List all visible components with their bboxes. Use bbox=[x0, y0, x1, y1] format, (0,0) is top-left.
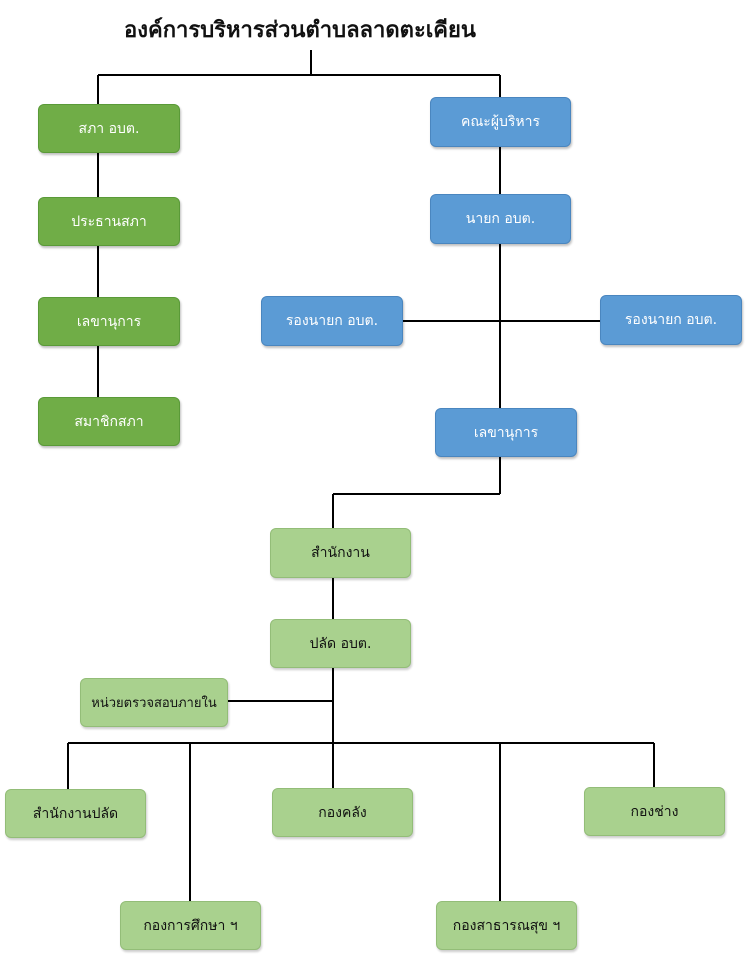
node-council: สภา อบต. bbox=[38, 104, 180, 153]
node-deputy-mayor-left: รองนายก อบต. bbox=[261, 296, 403, 346]
page-title: องค์การบริหารส่วนตำบลลาดตะเคียน bbox=[124, 18, 476, 43]
node-clerk: ปลัด อบต. bbox=[270, 619, 411, 668]
node-mayor: นายก อบต. bbox=[430, 194, 571, 244]
node-engineering-division: กองช่าง bbox=[584, 787, 725, 836]
node-internal-audit: หน่วยตรวจสอบภายใน bbox=[80, 678, 228, 727]
node-executive-secretary: เลขานุการ bbox=[435, 408, 577, 457]
node-public-health-division: กองสาธารณสุข ฯ bbox=[436, 901, 577, 950]
node-education-division: กองการศึกษา ฯ bbox=[120, 901, 261, 950]
node-deputy-mayor-right: รองนายก อบต. bbox=[600, 295, 742, 345]
node-clerk-office: สำนักงานปลัด bbox=[5, 789, 146, 838]
node-executive-board: คณะผู้บริหาร bbox=[430, 97, 571, 147]
node-council-chairman: ประธานสภา bbox=[38, 197, 180, 246]
node-finance-division: กองคลัง bbox=[272, 788, 413, 837]
node-council-members: สมาชิกสภา bbox=[38, 397, 180, 446]
node-council-secretary: เลขานุการ bbox=[38, 297, 180, 346]
node-office: สำนักงาน bbox=[270, 528, 411, 578]
